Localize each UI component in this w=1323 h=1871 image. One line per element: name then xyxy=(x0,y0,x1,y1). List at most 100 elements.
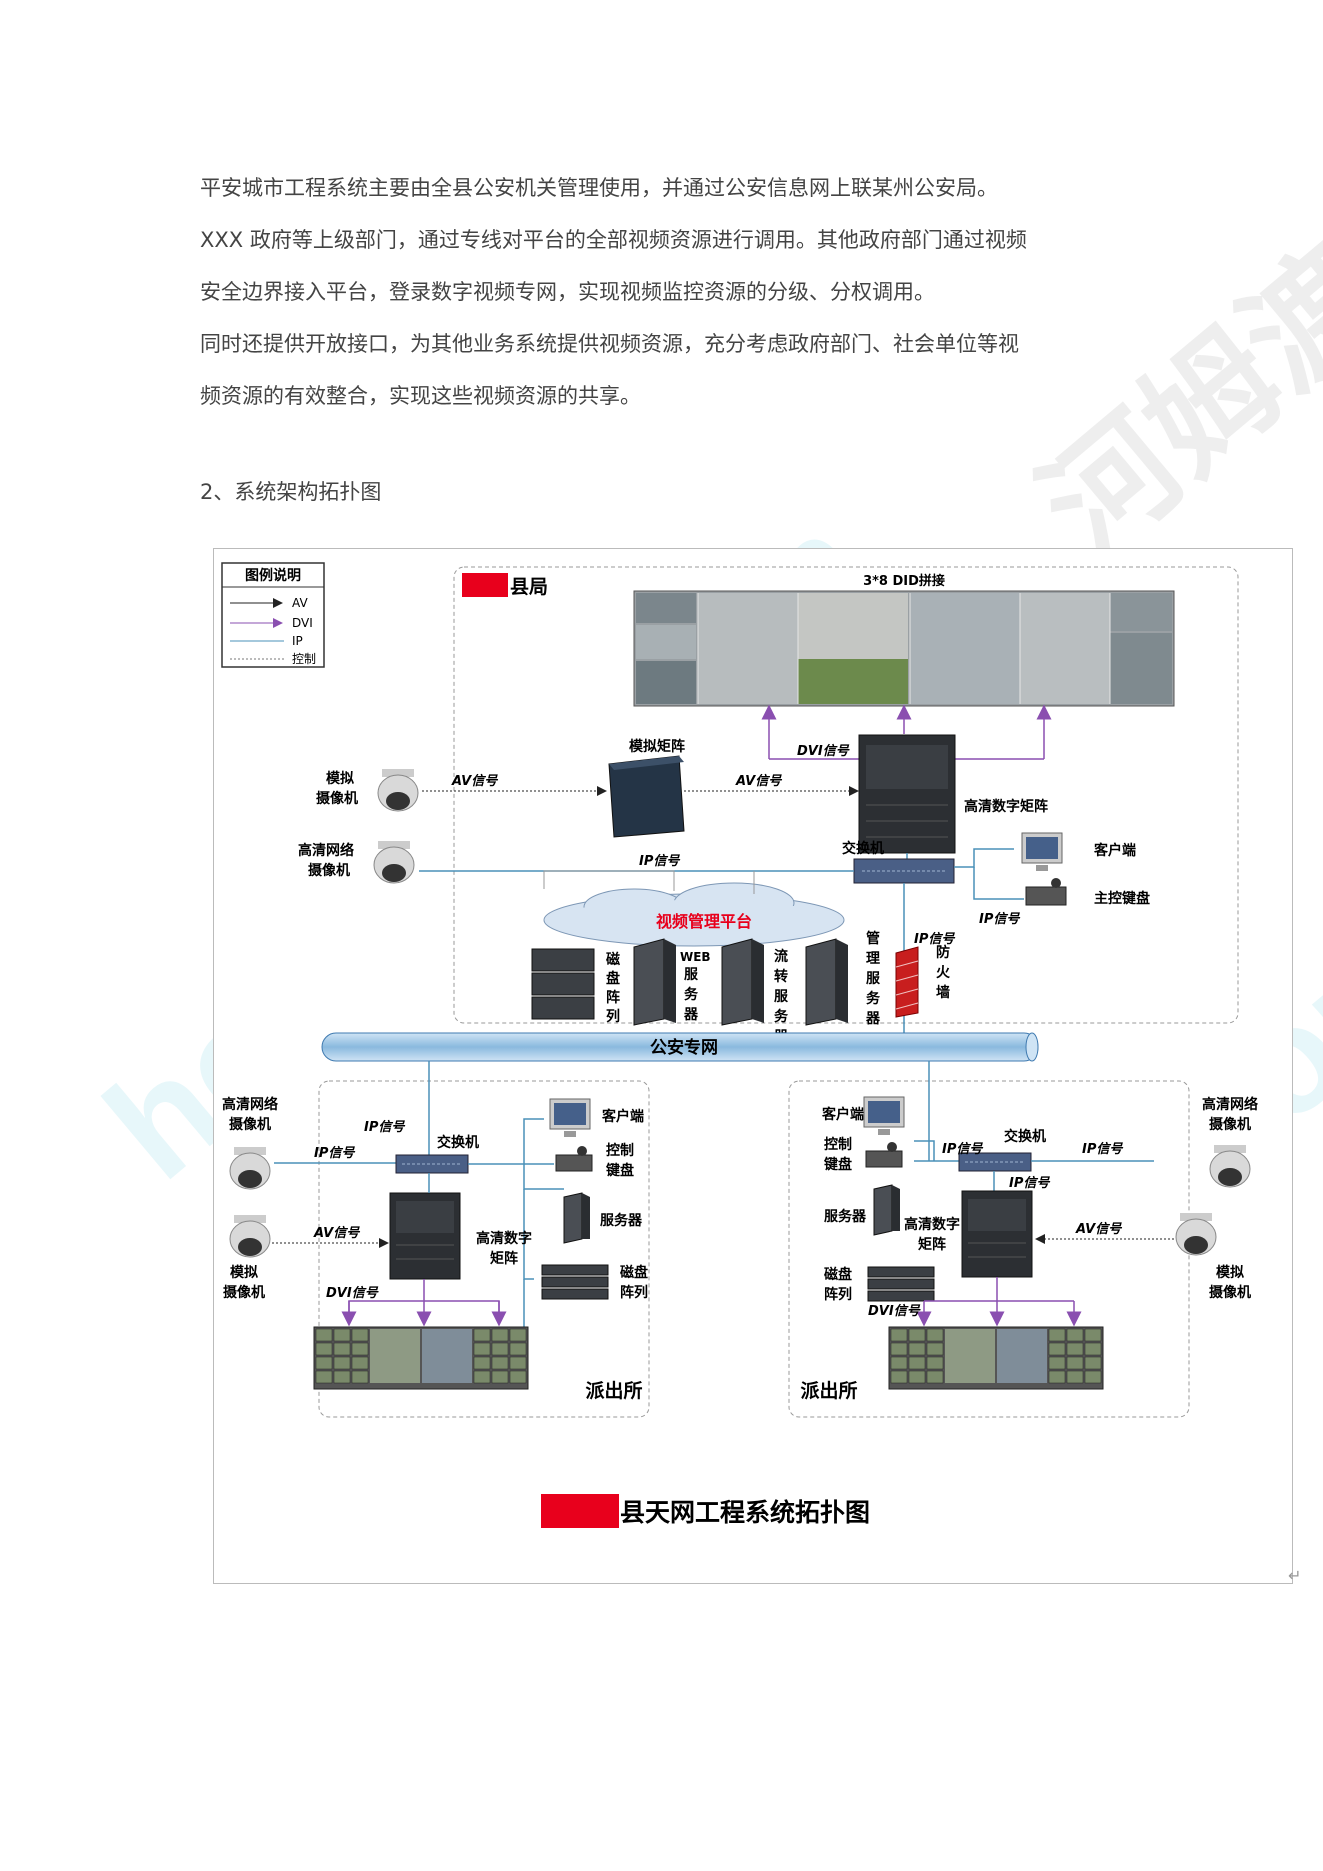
right-server-label: 服务器 xyxy=(824,1208,867,1225)
web-server-char-3: 务 xyxy=(684,986,699,1003)
topology-figure: 图例说明 AV DVI IP 控制 县局 3*8 DID拼接 DV xyxy=(213,548,1293,1584)
legend-control: 控制 xyxy=(292,652,316,666)
web-server-char-1: WEB xyxy=(680,950,711,964)
disk-array-char-3: 阵 xyxy=(606,989,620,1006)
av-label-left: AV信号 xyxy=(313,1225,360,1241)
mgmt-server-char-1: 管 xyxy=(866,930,880,947)
mgmt-server-char-2: 理 xyxy=(866,951,880,967)
stream-server xyxy=(721,938,764,1026)
network-label: 公安专网 xyxy=(650,1037,718,1058)
ip-label-left-trunk: IP信号 xyxy=(364,1119,405,1135)
web-server-char-2: 服 xyxy=(684,967,699,983)
police-network-pipe xyxy=(321,1032,1039,1062)
keyboard-label-county: 主控键盘 xyxy=(1094,890,1150,907)
county-title: 县局 xyxy=(510,576,548,598)
right-hd-camera-label-1: 高清网络 xyxy=(1202,1096,1258,1113)
av-label-matrix: AV信号 xyxy=(735,773,782,789)
dvi-label-right: DVI信号 xyxy=(868,1303,921,1319)
right-analog-camera xyxy=(1175,1213,1217,1256)
analog-camera-label-1: 模拟 xyxy=(326,770,354,787)
text-line-2: XXX 政府等上级部门，通过专线对平台的全部视频资源进行调用。其他政府部门通过视… xyxy=(200,228,1027,252)
stream-server-char-3: 服 xyxy=(774,989,789,1005)
right-switch-label: 交换机 xyxy=(1004,1128,1046,1145)
firewall xyxy=(895,946,919,1018)
left-switch xyxy=(395,1154,469,1174)
analog-matrix xyxy=(608,755,685,838)
mgmt-server-char-5: 器 xyxy=(865,1011,881,1027)
keyboard-county xyxy=(1025,878,1067,906)
legend-dvi: DVI xyxy=(292,616,313,630)
right-disk-label-2: 阵列 xyxy=(824,1286,852,1303)
text-line-5: 频资源的有效整合，实现这些视频资源的共享。 xyxy=(200,384,641,408)
right-station-name: 派出所 xyxy=(800,1379,857,1402)
stream-server-char-1: 流 xyxy=(774,948,788,965)
client-label-county: 客户端 xyxy=(1093,842,1136,859)
paragraph-return-mark: ↵ xyxy=(1288,1566,1302,1585)
left-station-region xyxy=(318,1080,650,1418)
left-video-wall xyxy=(313,1326,529,1390)
management-server xyxy=(805,938,848,1026)
right-keyboard-label-2: 键盘 xyxy=(823,1156,852,1173)
right-disk-label-1: 磁盘 xyxy=(824,1266,852,1283)
left-analog-camera-label-2: 摄像机 xyxy=(223,1284,265,1301)
ip-label-right-camera: IP信号 xyxy=(1082,1141,1123,1157)
ip-label-keyboard: IP信号 xyxy=(979,911,1020,927)
left-disk-label-1: 磁盘 xyxy=(620,1264,648,1281)
ip-label-right-matrix: IP信号 xyxy=(1009,1175,1050,1191)
dvi-label-left: DVI信号 xyxy=(326,1285,379,1301)
left-hd-camera-label-2: 摄像机 xyxy=(229,1116,271,1133)
left-analog-camera xyxy=(229,1215,271,1258)
right-matrix-label-2: 矩阵 xyxy=(918,1236,946,1253)
left-station-name: 派出所 xyxy=(585,1379,642,1402)
right-server xyxy=(873,1184,900,1236)
left-disk-array xyxy=(541,1264,609,1300)
right-client-monitor xyxy=(863,1096,905,1135)
right-video-wall xyxy=(888,1326,1104,1390)
right-hd-camera xyxy=(1209,1145,1251,1188)
video-platform-cloud xyxy=(543,882,845,947)
hd-camera-label-1: 高清网络 xyxy=(298,842,354,859)
right-analog-camera-label-1: 模拟 xyxy=(1216,1264,1244,1281)
redaction-block xyxy=(462,573,508,597)
dvi-label-county: DVI信号 xyxy=(797,743,850,759)
ip-label-right-trunk: IP信号 xyxy=(942,1141,983,1157)
legend: 图例说明 AV DVI IP 控制 xyxy=(221,562,325,668)
hd-camera-label-2: 摄像机 xyxy=(308,862,350,879)
ip-label-trunk: IP信号 xyxy=(914,931,955,947)
right-hd-matrix xyxy=(961,1190,1033,1278)
firewall-char-3: 墙 xyxy=(936,984,950,1001)
hd-matrix-label: 高清数字矩阵 xyxy=(964,798,1048,815)
left-hd-camera-label-1: 高清网络 xyxy=(222,1096,278,1113)
right-client-label: 客户端 xyxy=(821,1106,864,1123)
legend-av: AV xyxy=(292,596,308,610)
left-client-monitor xyxy=(549,1098,591,1137)
right-analog-camera-label-2: 摄像机 xyxy=(1209,1284,1251,1301)
left-hd-camera xyxy=(229,1147,271,1190)
right-switch xyxy=(958,1152,1032,1172)
platform-label: 视频管理平台 xyxy=(656,912,752,931)
left-matrix-label-2: 矩阵 xyxy=(490,1250,518,1267)
left-disk-label-2: 阵列 xyxy=(620,1284,648,1301)
left-matrix-label-1: 高清数字 xyxy=(476,1230,532,1247)
text-line-3: 安全边界接入平台，登录数字视频专网，实现视频监控资源的分级、分权调用。 xyxy=(200,280,935,304)
left-client-label: 客户端 xyxy=(601,1108,644,1125)
disk-array-char-1: 磁 xyxy=(606,951,620,968)
topology-diagram: 图例说明 AV DVI IP 控制 县局 3*8 DID拼接 DV xyxy=(221,562,1258,1528)
left-keyboard-label-2: 键盘 xyxy=(605,1162,634,1179)
mgmt-server-char-3: 服 xyxy=(866,971,881,987)
video-wall-label: 3*8 DID拼接 xyxy=(863,573,945,589)
diagram-caption: 县天网工程系统拓扑图 xyxy=(620,1498,870,1527)
firewall-char-2: 火 xyxy=(936,965,951,981)
left-switch-label: 交换机 xyxy=(437,1134,479,1151)
left-keyboard xyxy=(555,1146,593,1172)
firewall-char-1: 防 xyxy=(936,944,950,961)
right-keyboard xyxy=(865,1142,903,1168)
legend-title: 图例说明 xyxy=(245,567,301,584)
text-line-1: 平安城市工程系统主要由全县公安机关管理使用，并通过公安信息网上联某州公安局。 xyxy=(200,176,998,200)
section-heading: 2、系统架构拓扑图 xyxy=(200,480,382,504)
video-wall xyxy=(633,590,1175,707)
right-keyboard-label-1: 控制 xyxy=(824,1136,852,1153)
stream-server-char-2: 转 xyxy=(774,968,788,985)
analog-matrix-label: 模拟矩阵 xyxy=(629,738,685,755)
left-server-label: 服务器 xyxy=(600,1212,643,1229)
